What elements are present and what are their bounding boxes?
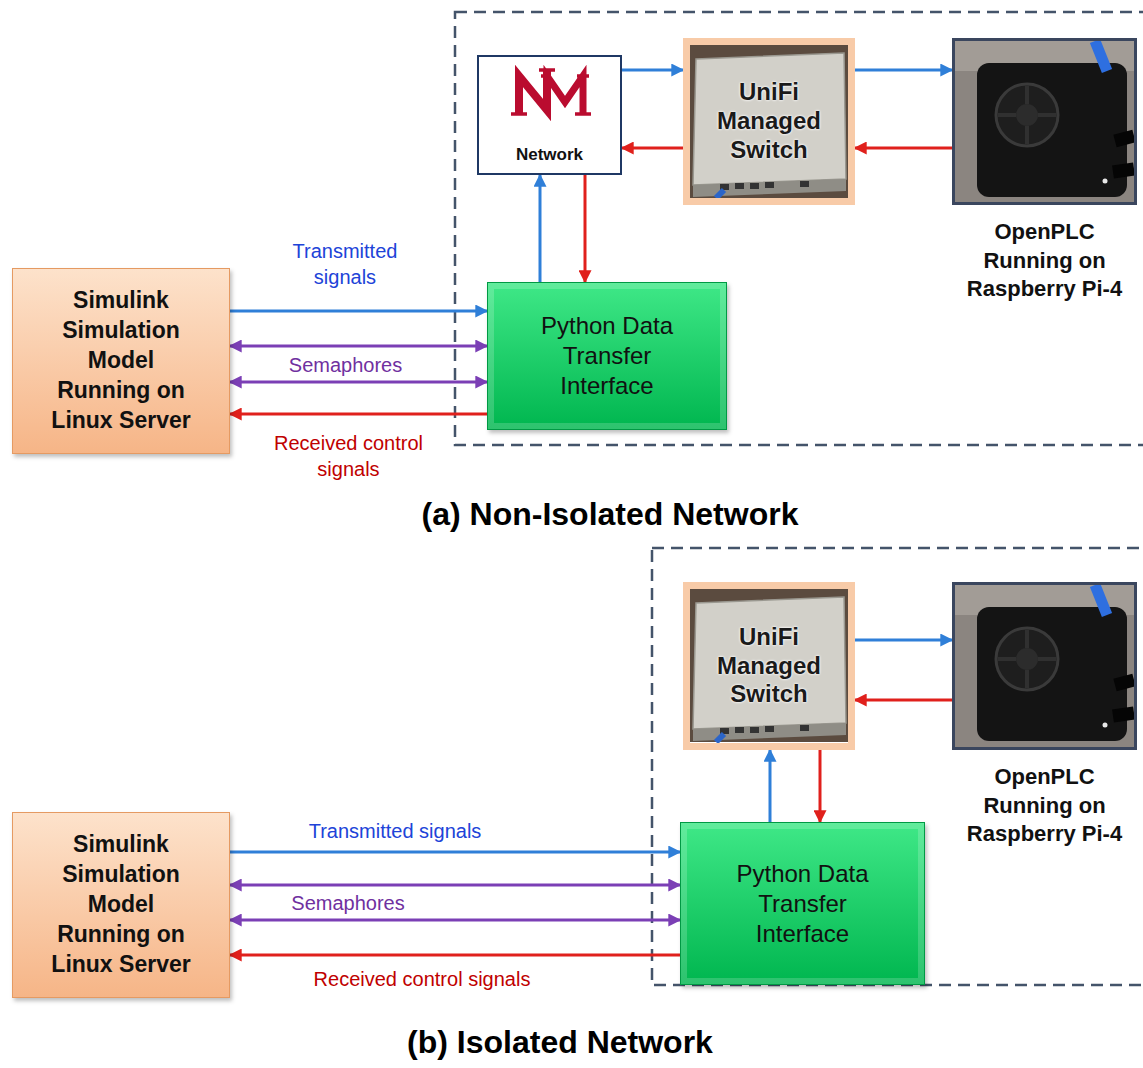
node-label: UniFi Managed Switch — [704, 78, 834, 164]
raspberry-pi-photo — [955, 41, 1134, 203]
panel-caption: (b) Isolated Network — [250, 1024, 870, 1061]
node-label: Simulink Simulation Model Running on Lin… — [45, 286, 197, 435]
signal-arrow — [230, 345, 487, 348]
signal-label: Transmitted signals — [265, 238, 425, 290]
interface-box: Python Data Transfer Interface — [680, 822, 925, 985]
network-box: Network — [477, 55, 622, 175]
switch-box: UniFi Managed Switch — [683, 38, 855, 205]
signal-arrow — [855, 147, 952, 150]
simulation-box: Simulink Simulation Model Running on Lin… — [12, 812, 230, 998]
signal-arrow — [819, 750, 822, 822]
switch-box: UniFi Managed Switch — [683, 582, 855, 750]
device-label: OpenPLC Running on Raspberry Pi-4 — [965, 218, 1125, 304]
signal-arrow — [230, 884, 680, 887]
dashed-region — [455, 12, 1143, 445]
signal-arrow — [769, 750, 772, 822]
signal-arrow — [230, 413, 487, 416]
signal-arrow — [539, 175, 542, 282]
node-label: Simulink Simulation Model Running on Lin… — [45, 830, 197, 979]
plc-device: OpenPLC Running on Raspberry Pi-4 — [952, 38, 1137, 205]
signal-label: Received control signals — [262, 966, 582, 992]
panel-caption: (a) Non-Isolated Network — [300, 496, 920, 533]
switch-photo — [690, 45, 848, 198]
signal-arrow — [230, 919, 680, 922]
node-label: Network — [485, 145, 615, 165]
signal-arrow — [622, 147, 683, 150]
interface-box: Python Data Transfer Interface — [487, 282, 727, 430]
signal-label: Received control signals — [246, 430, 451, 482]
signal-arrow — [622, 69, 683, 72]
signal-label: Transmitted signals — [270, 818, 520, 844]
switch-photo — [690, 589, 848, 742]
raspberry-pi-photo — [955, 585, 1134, 747]
signal-arrow — [584, 175, 587, 282]
simulation-box: Simulink Simulation Model Running on Lin… — [12, 268, 230, 454]
node-label: Python Data Transfer Interface — [525, 311, 690, 401]
node-label: UniFi Managed Switch — [704, 623, 834, 709]
signal-arrow — [855, 69, 952, 72]
signal-label: Semaphores — [268, 890, 428, 916]
signal-label: Semaphores — [268, 352, 423, 378]
plc-device: OpenPLC Running on Raspberry Pi-4 — [952, 582, 1137, 750]
signal-arrow — [230, 381, 487, 384]
signal-arrow — [230, 954, 680, 957]
signal-arrow — [855, 699, 952, 702]
unm-logo — [511, 70, 591, 114]
signal-arrow — [855, 639, 952, 642]
dashed-region — [652, 548, 1143, 985]
signal-arrow — [230, 310, 487, 313]
node-label: Python Data Transfer Interface — [720, 859, 885, 949]
signal-arrow — [230, 851, 680, 854]
device-label: OpenPLC Running on Raspberry Pi-4 — [965, 763, 1125, 849]
